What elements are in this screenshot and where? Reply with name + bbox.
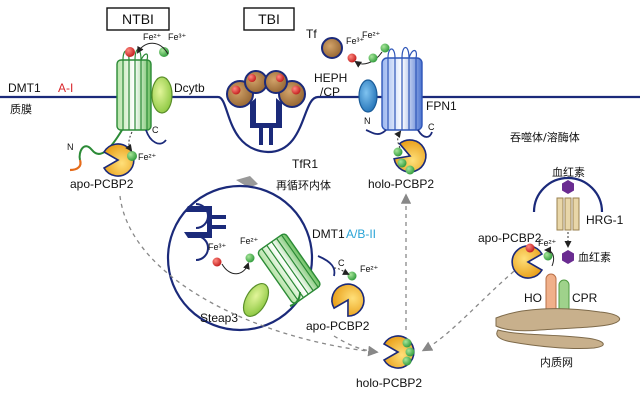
fe2-label-d: Fe²⁺ — [240, 236, 259, 246]
holo-pcbp2-bottom-label: holo-PCBP2 — [356, 376, 422, 390]
membrane-label: 质膜 — [10, 103, 32, 116]
n-terminus-c: N — [364, 116, 371, 126]
hrg1-transporter — [556, 197, 580, 231]
dmt1-mid-label: DMT1 — [312, 227, 345, 241]
ntbi-label: NTBI — [122, 11, 154, 27]
er-label: 内质网 — [540, 355, 573, 369]
lysosome-membrane — [532, 176, 604, 213]
endosome-fe2 — [245, 253, 255, 263]
dmt1-mid-suffix: A/B-II — [346, 227, 376, 241]
fe-ion-red — [125, 47, 135, 57]
steap3-label: Steap3 — [200, 311, 238, 325]
flow-mid-apo-to-holo — [333, 335, 379, 357]
endoplasmic-reticulum — [495, 308, 621, 350]
flow-top-apo-to-holo — [119, 195, 379, 357]
dcytb-protein — [151, 76, 173, 114]
fe2-label-c: Fe²⁺ — [362, 30, 381, 40]
tbi-label-box: TBI — [243, 7, 295, 31]
endocytosis-arrow — [236, 176, 258, 190]
tfr1-receptor — [250, 98, 282, 145]
heme-outside-label: 血红素 — [578, 250, 611, 264]
ho-protein — [545, 273, 557, 315]
recycling-endosome — [166, 184, 314, 332]
ntbi-label-box: NTBI — [106, 7, 170, 31]
fe3-label-c: Fe³⁺ — [346, 36, 365, 46]
apo-pcbp2-mid-label: apo-PCBP2 — [306, 319, 370, 333]
cpr-label: CPR — [572, 291, 598, 305]
fe3-label-a: Fe³⁺ — [168, 32, 187, 42]
fe2-ion-fpn-b — [368, 53, 378, 63]
ho-label: HO — [524, 291, 542, 305]
transferrin-bound-mid — [244, 70, 288, 94]
heme-outside-icon — [562, 250, 574, 264]
fe2-label-b: Fe²⁺ — [138, 152, 157, 162]
fe2-label-f: Fe²⁺ — [538, 238, 557, 248]
apo-transferrin — [321, 37, 343, 59]
lysosome-label: 吞噬体/溶酶体 — [510, 130, 580, 144]
apo-pcbp2-mid-shape — [326, 277, 371, 321]
cp-label: /CP — [320, 85, 340, 99]
endosome-fe3 — [212, 257, 222, 267]
dcytb-label: Dcytb — [174, 81, 205, 95]
heph-protein — [358, 79, 378, 113]
recycling-endosome-label: 再循环内体 — [276, 178, 331, 192]
fe-ion-green — [159, 47, 169, 57]
n-terminus-a: N — [67, 142, 74, 152]
fe2-label-e: Fe²⁺ — [360, 264, 379, 274]
tf-label: Tf — [306, 27, 317, 41]
endosome-apo-tf-top — [195, 203, 209, 229]
flow-right-to-holo — [421, 265, 521, 352]
hrg1-label: HRG-1 — [586, 213, 624, 227]
c-terminus-a: C — [152, 125, 159, 135]
fe2-ion-fpn — [380, 43, 390, 53]
dmt1-top-label: DMT1 — [8, 81, 41, 95]
endosome-apo-tf-bottom — [195, 235, 209, 261]
dmt1-endosome-transporter — [257, 233, 321, 304]
apo-pcbp2-right-label: apo-PCBP2 — [478, 231, 542, 245]
heph-label: HEPH — [314, 71, 347, 85]
fpn1-transporter — [365, 46, 433, 138]
dmt1-top-suffix: A-I — [58, 81, 73, 95]
fe3-label-d: Fe³⁺ — [208, 242, 227, 252]
fe2-label-a: Fe²⁺ — [143, 32, 162, 42]
c-terminus-b: C — [338, 258, 345, 268]
heme-inside-label: 血红素 — [552, 165, 585, 179]
heme-inside-icon — [562, 180, 574, 194]
holo-pcbp2-top-label: holo-PCBP2 — [368, 177, 434, 191]
c-terminus-c: C — [428, 122, 435, 132]
plasma-membrane — [0, 95, 640, 154]
fe3-ion-fpn — [347, 53, 357, 63]
fe-ion-green-b — [127, 151, 137, 161]
tfr1-label: TfR1 — [292, 157, 318, 171]
steap3-protein — [242, 283, 270, 317]
tbi-label: TBI — [258, 11, 280, 27]
apo-pcbp2-top-label: apo-PCBP2 — [70, 177, 134, 191]
fpn1-label: FPN1 — [426, 99, 457, 113]
